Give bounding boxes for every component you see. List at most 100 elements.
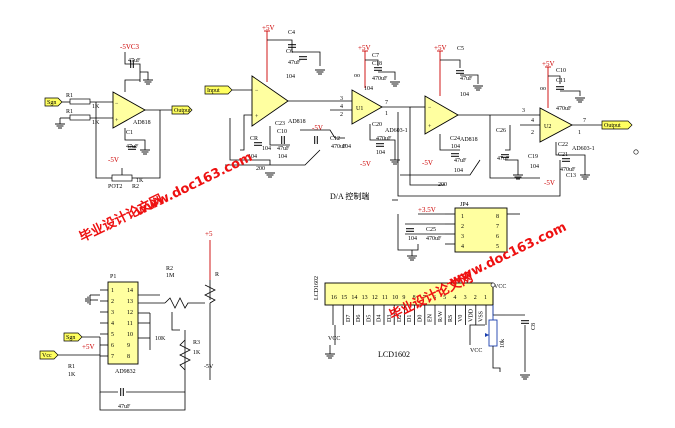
top-c6-label: C6 [286,49,293,55]
svg-text:+: + [428,124,432,130]
jp4-pin-5: 5 [496,244,499,250]
jp4-pin-8: 8 [496,214,499,220]
top-c23-104b: 104 [278,154,287,160]
top-cr-label: CR [250,136,258,142]
top-c24-104a: 104 [451,144,460,150]
top-c22-label: C22 [558,142,568,148]
lcd-pin-12: 12 [372,295,378,301]
dac-pin-8: 8 [127,354,130,360]
jp4-cap-label: C25 [426,227,436,233]
watermark-url-left: www.doc163.com [133,150,255,220]
top-output-port [601,120,633,130]
top-opamp-u1 [351,89,383,125]
dac-pin-12: 12 [127,310,133,316]
top-u1-pin4: 4 [340,104,343,110]
top-u1-pin3: 3 [340,96,343,102]
dac-pin-5: 5 [111,332,114,338]
top-opamp-u2 [539,107,573,143]
top-c23-47uf: 47uF [277,146,290,152]
top-u1-part: AD603-1 [385,128,408,134]
top-c26-47uf: 47uF [497,156,510,162]
top-u2-pin2: 2 [531,130,534,136]
top-c19-104: 104 [530,164,539,170]
top-input-port-label: Input [207,88,220,94]
top-output-port-label: Output [604,123,621,129]
dac-ic-body [107,281,139,365]
left-output-port [171,105,193,115]
lcd-vcc-left: VCC [328,336,340,342]
lcd-bottom-label: LCD1602 [378,350,410,359]
lcd-pin-2: 2 [474,295,477,301]
top-opamp-3-label: AD818 [460,137,478,143]
lcd-signal-d4: D4 [377,315,383,322]
top-c4-label: C4 [288,30,295,36]
top-c23-104: 104 [262,146,271,152]
lcd-pin-9: 9 [402,295,405,301]
lcd-pin-5: 5 [443,295,446,301]
dac-pin-1: 1 [111,288,114,294]
lcd-pin-10: 10 [392,295,398,301]
top-c22-470uf: 470uF [560,167,576,173]
dac-pin-7: 7 [111,354,114,360]
left-r1b-label: R1 [66,109,73,115]
dac-r3-value: 1K [193,350,201,356]
dac-pin-13: 13 [127,299,133,305]
left-r1c-value: 1K [136,178,144,184]
jp4-connector: JP4 1 2 3 4 8 7 6 5 +3.5V C25 470uF 104 [397,202,520,261]
top-u1-pin2: 2 [340,112,343,118]
lcd-pin-3: 3 [464,295,467,301]
top-u2-pin3: 3 [522,108,525,114]
top-c12-104: 104 [342,144,351,150]
top-c20-104: 104 [376,150,385,156]
left-opamp [112,91,146,129]
top-c13-label: C13 [566,173,576,179]
top-c24-label: C24 [450,136,460,142]
dac-pin-2: 2 [111,299,114,305]
left-r1-label: R1 [66,93,73,99]
lcd-pin-11: 11 [382,295,388,301]
jp4-pin-4: 4 [461,244,464,250]
dac-r3-label: R3 [193,340,200,346]
jp4-cap-104: 104 [408,236,417,242]
top-c6-value: 47uF [288,60,301,66]
dac-neg-top: +5 [205,230,213,238]
lcd-pot-body [488,319,498,347]
lcd-pin-4: 4 [453,295,456,301]
top-c6-104: 104 [286,74,295,80]
top-input-port [204,85,233,95]
top-c5-104: 104 [460,92,469,98]
dac-supply: +5V [82,343,95,351]
top-u2-part: AD603-1 [572,146,595,152]
lcd-signal-d0: D0 [417,315,423,322]
dac-part-label: AD9832 [115,369,136,375]
top-u1-neg: -5V [360,160,371,168]
dac-pin-4: 4 [111,321,114,327]
lcd-signal-rw: R/W [438,310,444,322]
top-stage3-vpos: +5V [434,44,447,52]
svg-text:+: + [255,114,259,120]
top-c7-label: C7 [372,53,379,59]
top-u2-pin1: 1 [578,130,581,136]
left-sgn-port [44,97,63,107]
lcd-vcc-top: VCC [494,284,506,290]
dac-r1: R1 [68,364,75,370]
jp4-pin-7: 7 [496,224,499,230]
top-c-104-a: 104 [248,154,257,160]
dac-pin-10: 10 [127,332,133,338]
lcd-vcc-bottom: VCC [470,348,482,354]
dac-sgn-port-label: Sgn [66,335,75,341]
dac-pin-3: 3 [111,310,114,316]
top-u1-oo: oo [354,73,360,79]
top-c-200-b: 200 [438,182,447,188]
dac-ref: P1 [110,274,116,280]
top-c12-label: C12 [330,136,340,142]
lcd-pin-15: 15 [341,295,347,301]
top-stage1-neg: -5V [312,124,323,132]
dac-pin-14: 14 [127,288,133,294]
dac-r2-value: 1M [166,273,175,279]
lcd-signal-d2: D2 [397,315,403,322]
lcd-cap-label: C8 [531,323,537,330]
dac-r2-label: R2 [166,266,173,272]
